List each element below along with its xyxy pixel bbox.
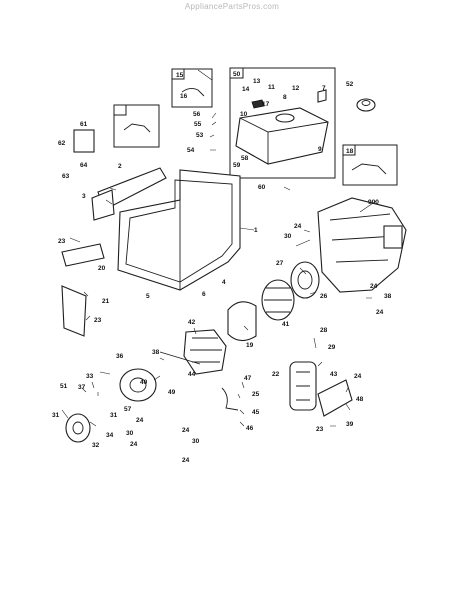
end-bell-40 — [119, 368, 157, 402]
callout-27: 27 — [276, 260, 284, 267]
callout-50: 50 — [233, 71, 241, 78]
kit-box-50 — [229, 67, 336, 179]
callout-39: 39 — [346, 421, 354, 428]
callout-24g: 24 — [130, 441, 138, 448]
callout-24e: 24 — [136, 417, 144, 424]
callout-57: 57 — [124, 406, 132, 413]
callout-16: 16 — [180, 93, 188, 100]
watermark-text: AppliancePartsPros.com — [184, 2, 280, 11]
callout-46: 46 — [246, 425, 254, 432]
callout-23c: 23 — [316, 426, 324, 433]
callout-24b: 24 — [370, 283, 378, 290]
callout-22: 22 — [272, 371, 280, 378]
fan-26 — [290, 261, 320, 299]
callout-37: 37 — [78, 384, 86, 391]
fuel-tank — [235, 107, 329, 165]
bolt-38 — [159, 351, 201, 365]
bracket-48 — [317, 379, 353, 417]
callout-62: 62 — [58, 140, 66, 147]
callout-17: 17 — [262, 101, 270, 108]
callout-42: 42 — [188, 319, 196, 326]
callout-41: 41 — [282, 321, 290, 328]
callout-24: 24 — [294, 223, 302, 230]
callout-23b: 23 — [94, 317, 102, 324]
callout-900: 900 — [368, 199, 379, 206]
callout-9: 9 — [318, 146, 322, 153]
callout-49: 49 — [168, 389, 176, 396]
callout-52: 52 — [346, 81, 354, 88]
callout-25: 25 — [252, 391, 260, 398]
callout-14: 14 — [242, 86, 250, 93]
callout-43: 43 — [330, 371, 338, 378]
callout-29: 29 — [328, 344, 336, 351]
engine-900 — [317, 197, 407, 293]
callout-10: 10 — [240, 111, 248, 118]
kit-box-16 — [113, 104, 160, 148]
callout-11: 11 — [268, 84, 275, 91]
callout-12: 12 — [292, 85, 300, 92]
callout-33: 33 — [86, 373, 94, 380]
callout-15: 15 — [176, 72, 184, 79]
callout-34: 34 — [106, 432, 114, 439]
callout-30b: 30 — [126, 430, 134, 437]
fuel-cap — [275, 113, 295, 123]
frame — [117, 169, 241, 291]
callout-55: 55 — [194, 121, 202, 128]
panel-21 — [61, 285, 87, 337]
callout-30c: 30 — [192, 438, 200, 445]
callout-51: 51 — [60, 383, 68, 390]
callout-31b: 31 — [52, 412, 60, 419]
callout-59: 59 — [233, 162, 241, 169]
callout-40: 40 — [140, 379, 148, 386]
callout-36: 36 — [116, 353, 124, 360]
callout-24d: 24 — [354, 373, 362, 380]
callout-30: 30 — [284, 233, 292, 240]
callout-64: 64 — [80, 162, 88, 169]
callout-63: 63 — [62, 173, 70, 180]
callout-31: 31 — [110, 412, 118, 419]
rotor-42 — [183, 329, 227, 375]
callout-2: 2 — [118, 163, 122, 170]
callout-5: 5 — [146, 293, 150, 300]
callout-23: 23 — [58, 238, 66, 245]
callout-26: 26 — [320, 293, 328, 300]
callout-44: 44 — [188, 371, 196, 378]
callout-13: 13 — [253, 78, 261, 85]
callout-1: 1 — [254, 227, 258, 234]
callout-24h: 24 — [182, 457, 190, 464]
kit-box-18 — [342, 144, 398, 186]
callout-3: 3 — [82, 193, 86, 200]
callout-21: 21 — [102, 298, 110, 305]
callout-20: 20 — [98, 265, 106, 272]
callout-60: 60 — [258, 184, 266, 191]
callout-45: 45 — [252, 409, 260, 416]
callout-18: 18 — [346, 148, 354, 155]
plate-20 — [61, 243, 105, 267]
knob-52 — [356, 98, 376, 112]
outlet-box-61 — [73, 129, 95, 153]
callout-54: 54 — [187, 147, 195, 154]
callout-6: 6 — [202, 291, 206, 298]
callout-32: 32 — [92, 442, 100, 449]
callout-7: 7 — [322, 85, 326, 92]
callout-38b: 38 — [152, 349, 160, 356]
callout-38: 38 — [384, 293, 392, 300]
callout-53: 53 — [196, 132, 204, 139]
callout-47: 47 — [244, 375, 252, 382]
callout-19: 19 — [246, 342, 254, 349]
wire-harness — [221, 387, 239, 411]
callout-28: 28 — [320, 327, 328, 334]
callout-48: 48 — [356, 396, 364, 403]
kit-box-15 — [171, 68, 213, 108]
callout-61: 61 — [80, 121, 88, 128]
recoil-32 — [65, 413, 91, 443]
callout-24c: 24 — [376, 309, 384, 316]
callout-4: 4 — [222, 279, 226, 286]
callout-24f: 24 — [182, 427, 190, 434]
callout-58: 58 — [241, 155, 249, 162]
housing-19 — [227, 301, 257, 342]
callout-56: 56 — [193, 111, 201, 118]
callout-8: 8 — [283, 94, 287, 101]
